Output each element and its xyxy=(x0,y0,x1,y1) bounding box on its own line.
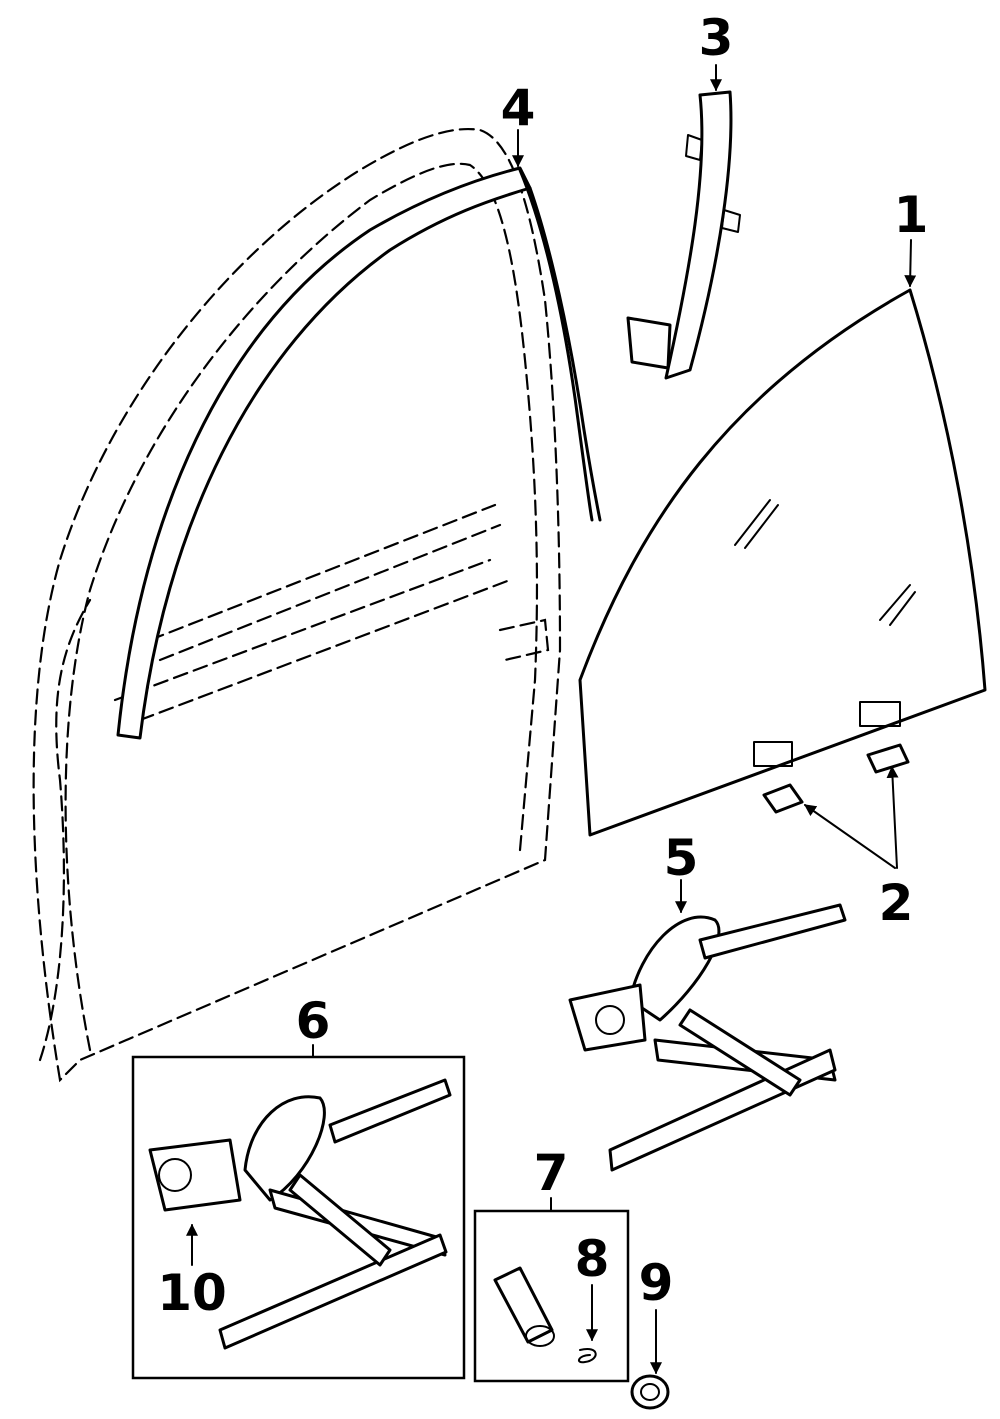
callout-10: 10 xyxy=(157,1264,227,1322)
leader-arrows xyxy=(186,64,917,1375)
callout-1: 1 xyxy=(894,186,929,244)
callout-4: 4 xyxy=(501,79,536,137)
glass-clips xyxy=(762,743,910,814)
door-phantom-outline xyxy=(32,128,562,1083)
retaining-clip xyxy=(578,1348,597,1364)
callout-3: 3 xyxy=(699,9,734,67)
callout-6: 6 xyxy=(296,992,331,1050)
window-regulator xyxy=(568,903,847,1172)
callout-labels: 1 2 3 4 5 6 7 8 9 10 xyxy=(157,9,928,1322)
callout-7: 7 xyxy=(534,1144,569,1202)
callout-8: 8 xyxy=(575,1230,610,1288)
window-crank-handle xyxy=(493,1266,555,1347)
handle-washer xyxy=(630,1374,670,1410)
weatherstrip-channel xyxy=(116,166,602,740)
door-window-glass xyxy=(578,288,987,837)
regulator-assembly-box xyxy=(131,1055,466,1380)
callout-5: 5 xyxy=(664,829,699,887)
callout-9: 9 xyxy=(639,1254,674,1312)
callout-2: 2 xyxy=(879,874,914,932)
window-guide-channel xyxy=(626,90,741,380)
regulator-with-motor xyxy=(148,1078,452,1350)
